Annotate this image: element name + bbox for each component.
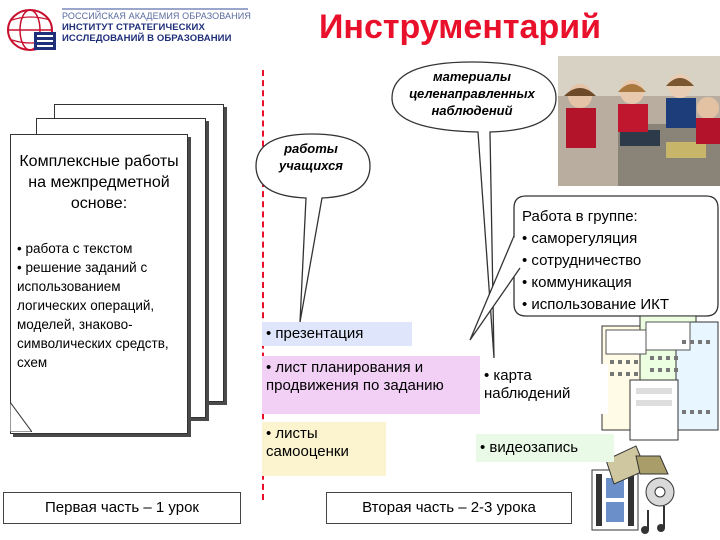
group-work-heading: Работа в группе: (522, 208, 638, 225)
group-work-item: • сотрудничество (522, 252, 642, 269)
group-work-pointer (469, 235, 521, 341)
logo-line-3: ИССЛЕДОВАНИЙ В ОБРАЗОВАНИИ (62, 33, 232, 44)
students-photo (558, 56, 720, 186)
slide-title: Инструментарий (318, 8, 602, 46)
logo-line-2: ИНСТИТУТ СТРАТЕГИЧЕСКИХ (62, 22, 205, 33)
planning-sheet-tag: • лист планирования и продвижения по зад… (262, 356, 480, 414)
page-fold-icon (10, 402, 32, 432)
self-assessment-tag: • листы самооценки (262, 422, 386, 476)
integrated-work-card: Комплексные работы на межпредметной осно… (10, 134, 188, 434)
logo-text: РОССИЙСКАЯ АКАДЕМИЯ ОБРАЗОВАНИЯ ИНСТИТУТ… (62, 11, 252, 44)
globe-logo-icon (7, 9, 56, 51)
video-tag: • видеозапись (476, 434, 614, 462)
presentation-tag: • презентация (262, 322, 412, 346)
materials-bubble-text: материалы целенаправленных наблюдений (409, 69, 535, 118)
group-work-text: Работа в группе: • саморегуляция • сотру… (522, 206, 712, 316)
group-work-item: • коммуникация (522, 274, 632, 291)
group-work-item: • использование ИКТ (522, 296, 670, 313)
part-one-label: Первая часть – 1 урок (3, 492, 241, 524)
card-list-item: • работа с текстом (17, 241, 133, 256)
group-work-item: • саморегуляция (522, 230, 638, 247)
part-two-label: Вторая часть – 2-3 урока (326, 492, 572, 524)
student-work-bubble-text: работы учащихся (279, 141, 343, 173)
logo-rule (62, 8, 248, 10)
card-heading: Комплексные работы на межпредметной осно… (19, 153, 179, 212)
institute-logo: РОССИЙСКАЯ АКАДЕМИЯ ОБРАЗОВАНИЯ ИНСТИТУТ… (4, 4, 254, 56)
observation-card-tag: • карта наблюдений (480, 364, 608, 414)
logo-line-1: РОССИЙСКАЯ АКАДЕМИЯ ОБРАЗОВАНИЯ (62, 11, 251, 21)
card-list: • работа с текстом • решение заданий с и… (17, 239, 183, 372)
card-list-item: • решение заданий с использованием логич… (17, 260, 169, 370)
computers-icon (601, 315, 719, 441)
